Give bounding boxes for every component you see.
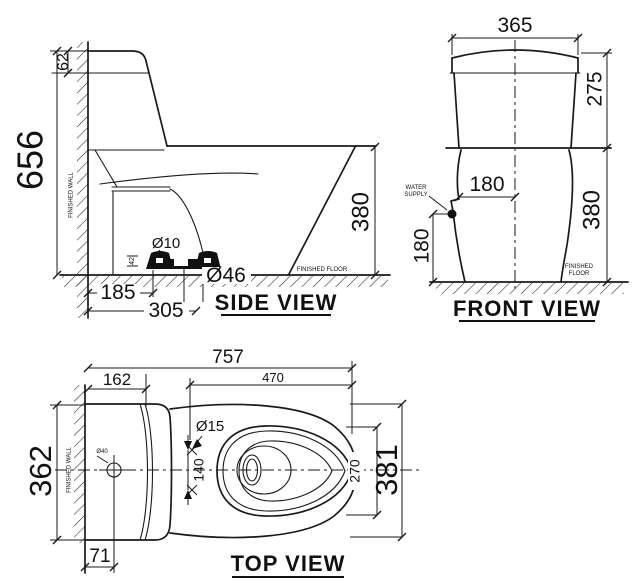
side-dim-total-height: 656 — [10, 130, 51, 190]
front-water-supply-label-2: SUPPLY — [404, 192, 427, 198]
side-rim-underside-curve — [99, 172, 259, 185]
side-labels: 656 62 FINISHED WALL Ø10 42 185 305 Ø46 … — [10, 53, 375, 322]
top-dim-wall-to-supply: 71 — [89, 546, 110, 567]
top-bowl-opening — [238, 440, 333, 502]
top-dim-hinge-spacing: 140 — [191, 458, 207, 482]
side-view-title: SIDE VIEW — [215, 290, 338, 315]
top-view-title: TOP VIEW — [231, 551, 346, 576]
side-finished-floor-label: FINISHED FLOOR — [297, 267, 348, 273]
front-view: 365 275 380 180 180 WATER SUPPLY FINISHE… — [404, 14, 629, 322]
top-outline — [55, 384, 420, 574]
side-floor-flange — [146, 251, 221, 269]
side-shelf-lines — [111, 186, 171, 192]
side-wall-hatch — [77, 42, 88, 318]
side-dim-wall-to-bolt: 185 — [100, 281, 135, 304]
front-dim-supply-to-center: 180 — [469, 173, 504, 196]
top-dim-tank-depth: 162 — [103, 370, 131, 389]
side-finished-wall-label: FINISHED WALL — [69, 171, 75, 217]
front-finished-floor-label-1: FINISHED — [565, 264, 594, 270]
side-bowl-front-slope — [288, 146, 356, 275]
top-dim-hinge-dia: Ø15 — [196, 418, 224, 435]
top-tank-lid-seam — [139, 403, 154, 541]
side-dim-bolt-cap-height: 42 — [129, 257, 136, 265]
front-body-left — [450, 149, 466, 283]
top-labels: 757 162 470 362 FINISHED WALL Ø15 140 Ø4… — [23, 347, 404, 578]
side-dim-lid-height: 62 — [55, 53, 72, 71]
front-finished-floor-label-2: FLOOR — [569, 271, 590, 277]
top-seat-ring-inner — [222, 430, 346, 512]
front-dim-supply-height: 180 — [411, 228, 434, 263]
front-lid-sides — [451, 57, 579, 74]
front-water-supply-point — [447, 209, 457, 219]
top-hinge-bolt-1 — [186, 444, 198, 456]
side-body-back-slope — [94, 149, 118, 188]
front-dim-tank-height: 275 — [584, 71, 607, 106]
front-tank-sides — [453, 72, 577, 149]
top-hinge-bolt-2 — [186, 484, 198, 496]
front-body-right — [560, 149, 574, 283]
front-labels: 365 275 380 180 180 WATER SUPPLY FINISHE… — [404, 14, 607, 322]
front-water-supply-label-1: WATER — [406, 185, 428, 191]
top-dim-seat-length: 470 — [262, 370, 284, 385]
side-dim-outlet-dia: Ø46 — [206, 264, 246, 287]
top-dim-bowl-width: 381 — [369, 444, 404, 496]
top-view: 757 162 470 362 FINISHED WALL Ø15 140 Ø4… — [23, 347, 420, 578]
front-dim-seat-height: 380 — [578, 190, 605, 230]
front-floor-hatch — [436, 283, 624, 294]
side-dim-bolt-dia: Ø10 — [152, 235, 180, 252]
side-view: 656 62 FINISHED WALL Ø10 42 185 305 Ø46 … — [10, 41, 391, 322]
top-tank-outline — [84, 403, 173, 541]
front-view-title: FRONT VIEW — [453, 296, 601, 321]
top-dim-total-length: 757 — [212, 347, 244, 368]
side-dim-seat-height: 380 — [347, 192, 374, 232]
side-tank-outline — [87, 50, 168, 147]
top-dim-overall-width: 362 — [23, 445, 58, 497]
top-dim-opening-width: 270 — [347, 459, 363, 483]
front-dim-tank-width: 365 — [497, 14, 532, 37]
top-finished-wall-label: FINISHED WALL — [67, 446, 73, 492]
top-dim-supply-dia: Ø40 — [96, 449, 108, 455]
side-dim-wall-to-outlet: 305 — [148, 299, 183, 322]
front-outline — [429, 40, 629, 290]
top-wall-hatch — [74, 385, 85, 543]
